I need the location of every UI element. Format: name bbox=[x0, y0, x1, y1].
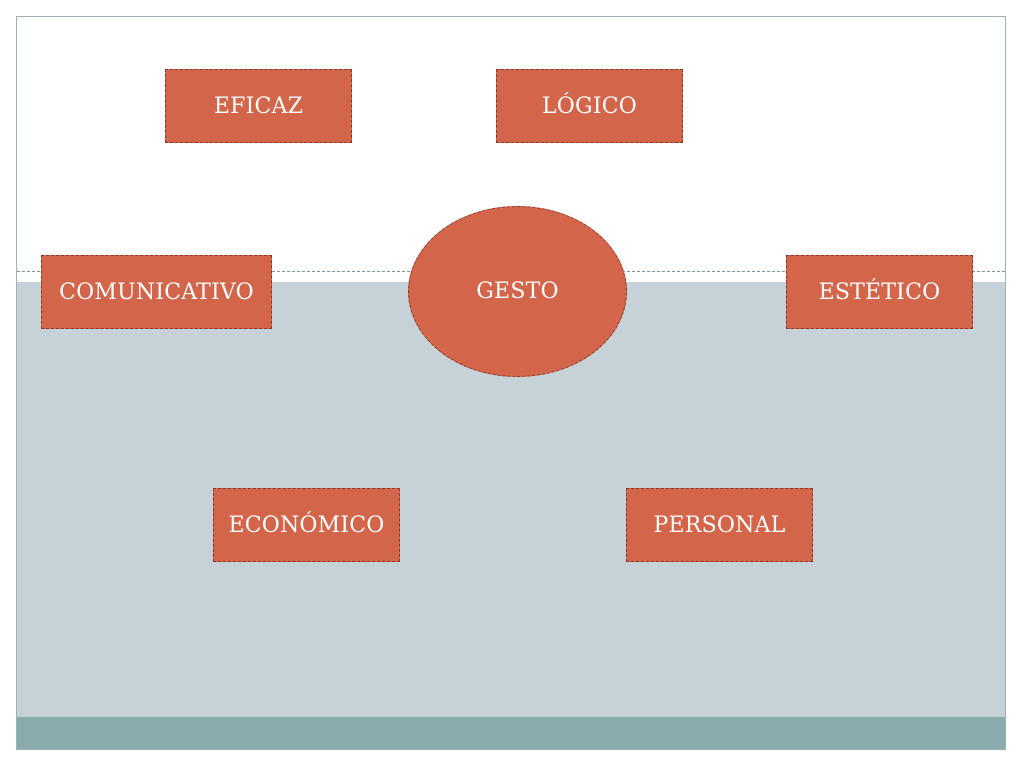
node-economico: ECONÓMICO bbox=[213, 488, 400, 562]
node-logico: LÓGICO bbox=[496, 69, 683, 143]
node-estetico: ESTÉTICO bbox=[786, 255, 973, 329]
node-eficaz: EFICAZ bbox=[165, 69, 352, 143]
node-personal: PERSONAL bbox=[626, 488, 813, 562]
slide-canvas: EFICAZ LÓGICO COMUNICATIVO GESTO ESTÉTIC… bbox=[16, 16, 1006, 750]
footer-band bbox=[17, 717, 1005, 749]
center-node-gesto: GESTO bbox=[408, 206, 627, 377]
node-comunicativo: COMUNICATIVO bbox=[41, 255, 272, 329]
